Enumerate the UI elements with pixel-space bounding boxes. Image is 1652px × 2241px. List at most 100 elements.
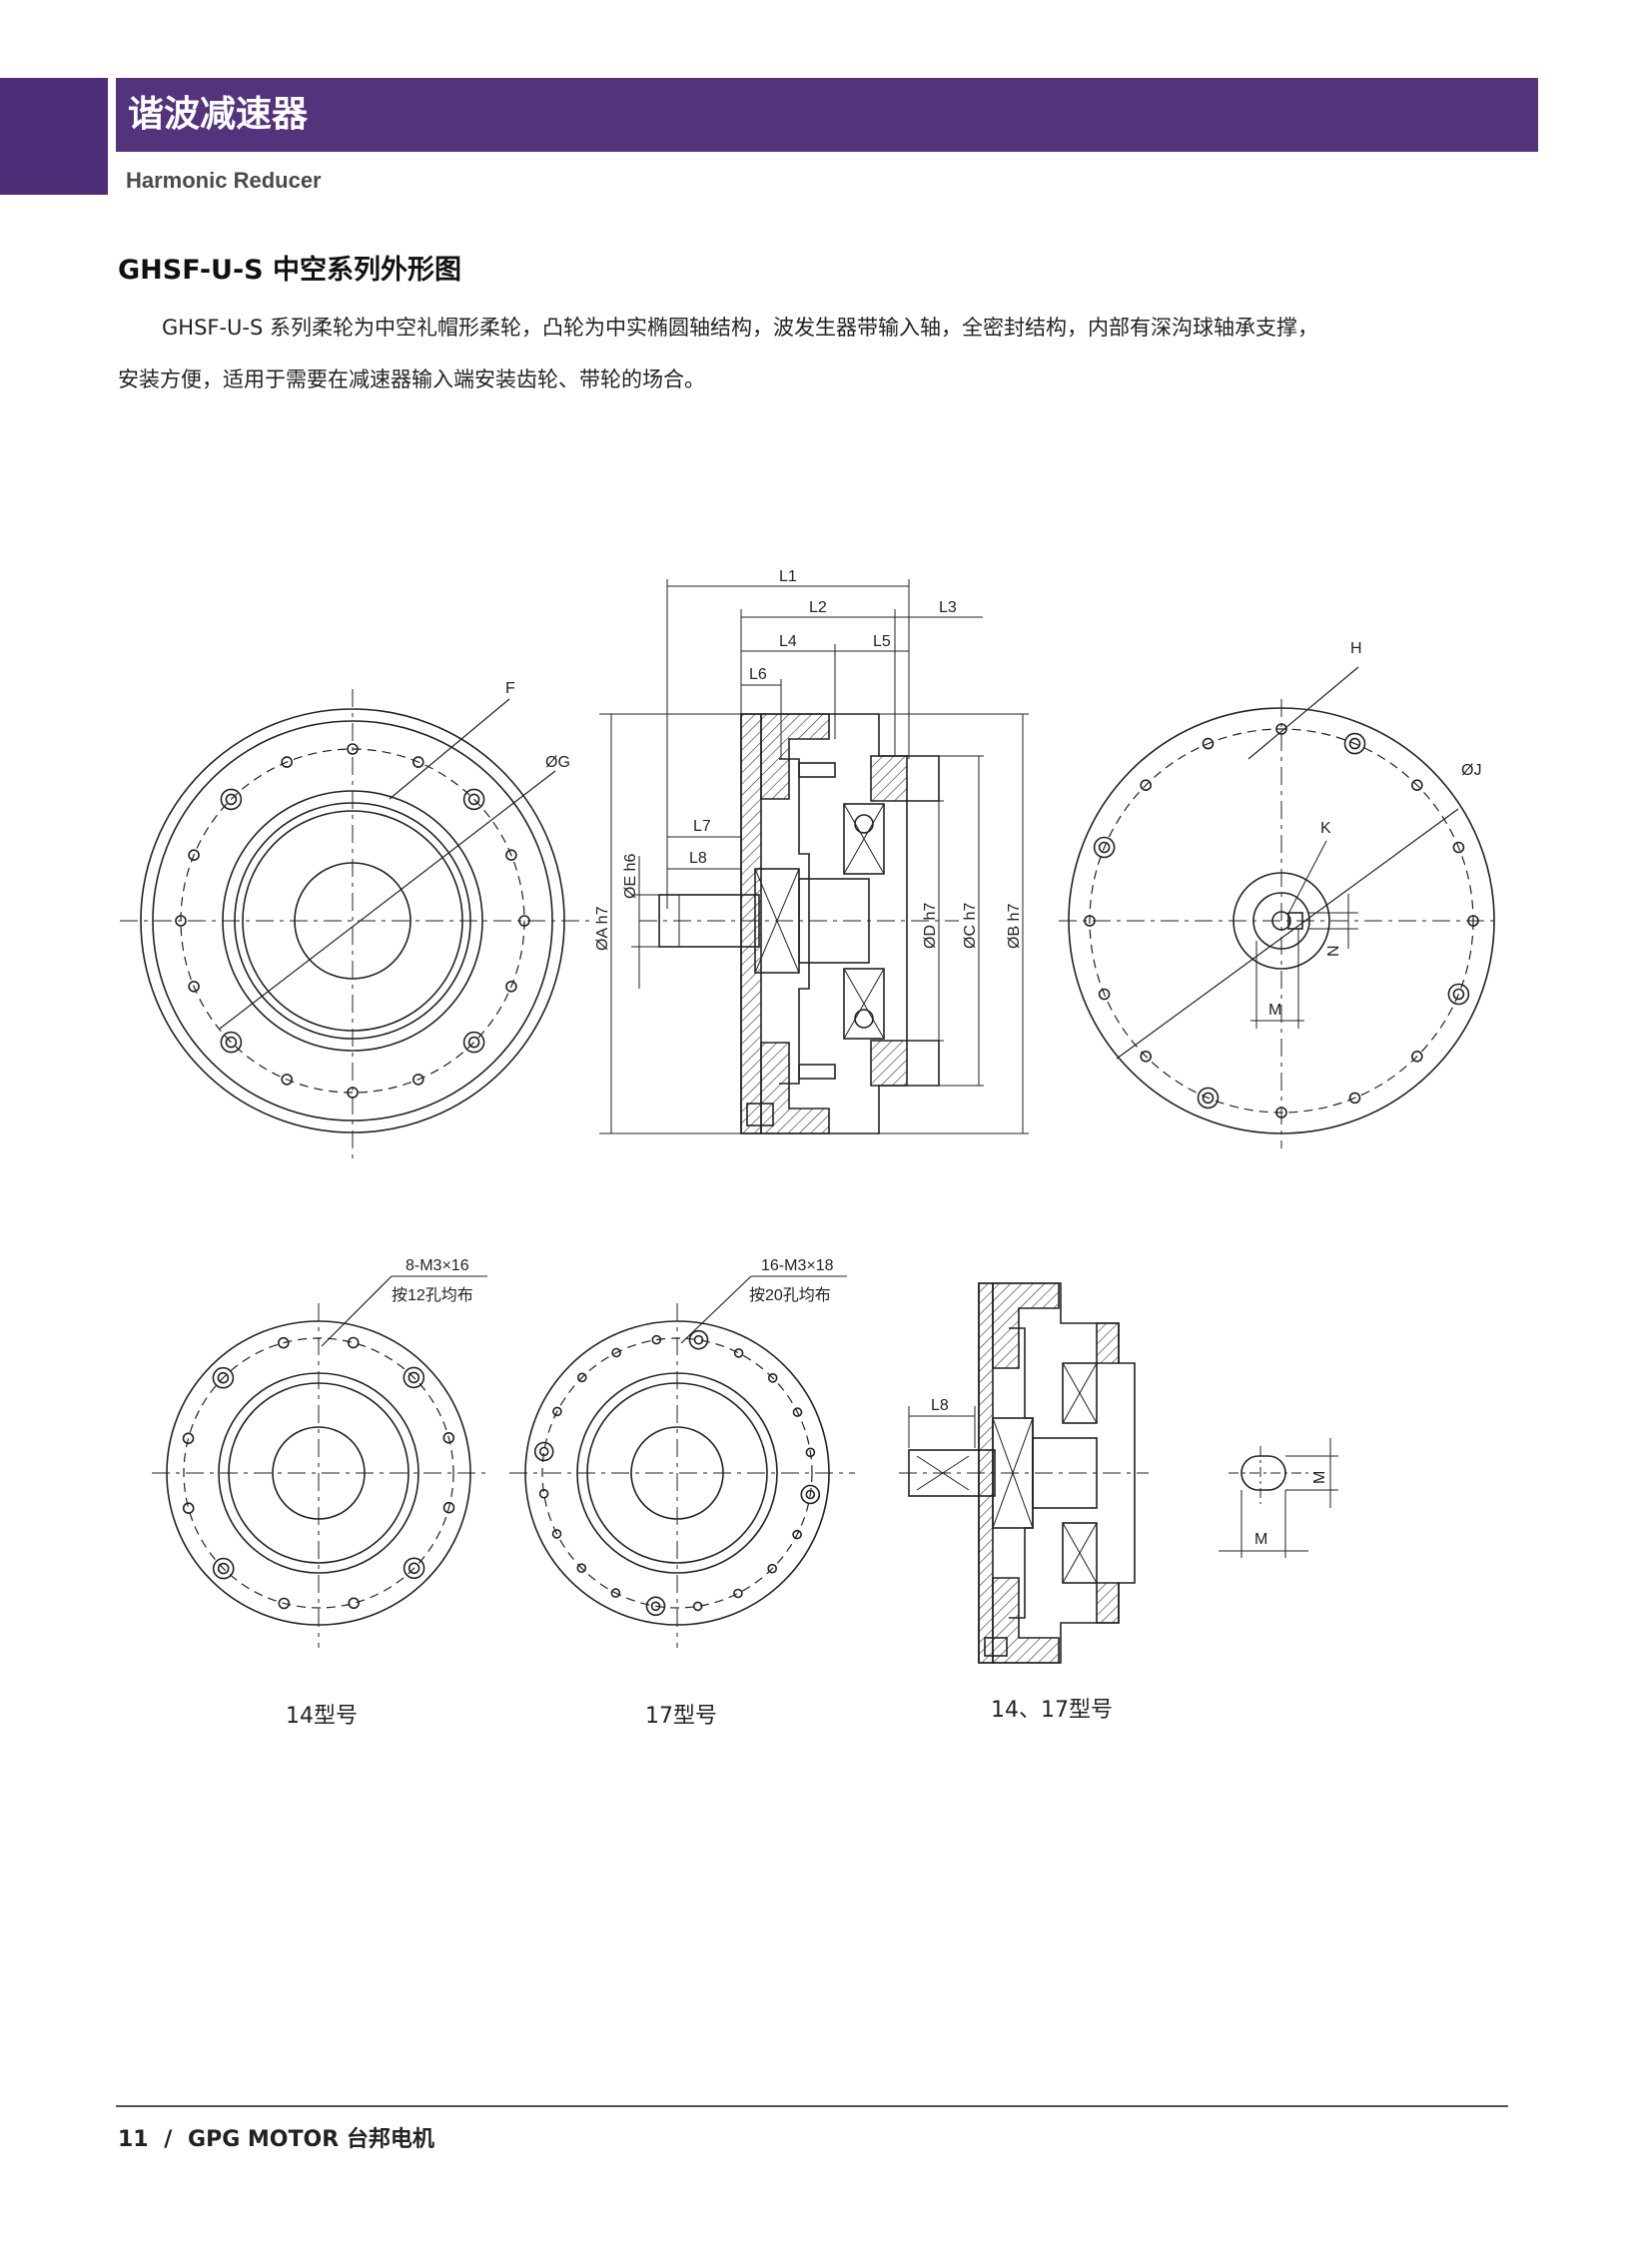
intro-paragraph: GHSF-U-S 系列柔轮为中空礼帽形柔轮，凸轮为中实椭圆轴结构，波发生器带输入… [118,302,1516,405]
bolt-hole [412,756,424,768]
bolt-hole [505,849,517,862]
bolt-hole-counterbore [403,1366,425,1389]
bolt-hole [467,793,480,806]
label-L3: L3 [939,599,957,616]
bolt-hole [611,1347,621,1358]
bolt-hole-counterbore [220,1031,243,1054]
bolt-hole [733,1348,744,1358]
header-accent-block [0,78,108,195]
label-L7: L7 [693,818,711,835]
label-M-rear: M [1268,1002,1281,1019]
bolt-hole [347,1087,359,1099]
bolt-hole [467,1036,480,1049]
section-title: GHSF-U-S 中空系列外形图 [118,255,461,286]
bolt-hole-counterbore [533,1441,554,1462]
bolt-hole [278,1597,291,1610]
footer-rule [116,2105,1508,2107]
caption-model-1417: 14、17型号 [991,1698,1113,1723]
bolt-hole [1467,915,1479,927]
bolt-hole [1140,779,1152,792]
label-J: ØJ [1461,762,1481,779]
bolt-hole [650,1601,661,1612]
page-title: 谐波减速器 [128,94,309,135]
label-G: ØG [545,754,570,771]
bolt-hole [412,1074,424,1086]
bolt-hole [505,980,517,993]
intro-line-2: 安装方便，适用于需要在减速器输入端安装齿轮、带轮的场合。 [118,368,705,391]
label-M-keyway-vertical: M [1311,1471,1328,1484]
bolt-hole-counterbore [462,788,485,811]
label-hole17-note: 按20孔均布 [749,1286,831,1304]
bolt-hole [1202,1092,1215,1105]
model-17-holes [533,1329,821,1617]
caption-model-14: 14型号 [286,1704,358,1729]
bolt-hole [182,1432,195,1445]
bolt-hole [277,1336,290,1349]
bolt-hole [1202,737,1215,750]
bolt-hole [225,793,238,806]
bolt-hole [805,1489,816,1500]
bolt-hole [188,849,200,862]
bolt-hole [576,1563,587,1573]
label-N: N [1325,945,1342,957]
label-C: ØC h7 [962,903,979,949]
bolt-hole [347,1336,360,1349]
bolt-hole [1348,737,1361,750]
bolt-hole [217,1371,230,1384]
model-14-holes [182,1336,455,1610]
bolt-hole [188,980,200,993]
model-17-drawing [509,1275,855,1648]
bolt-hole-counterbore [800,1484,821,1505]
bolt-hole [538,1446,549,1457]
section-view-drawing [639,713,959,1134]
bolt-hole [442,1432,455,1444]
footer-separator: / [164,2127,173,2152]
bolt-hole [767,1563,778,1574]
bolt-hole [767,1373,778,1383]
bolt-hole [551,1529,562,1539]
label-hole17-spec: 16-M3×18 [761,1257,834,1274]
bolt-hole-counterbore [462,1031,485,1054]
bolt-hole [1084,915,1096,927]
bolt-hole [1098,988,1111,1001]
label-E: ØE h6 [622,854,639,899]
keyway-detail-drawing [1219,1438,1338,1558]
model-14-drawing [152,1275,487,1648]
bolt-hole-counterbore [645,1596,666,1617]
label-L1: L1 [779,568,797,585]
bolt-hole [693,1334,704,1345]
bolt-hole [1140,1051,1152,1063]
page-number: 11 [118,2127,149,2152]
label-L6: L6 [749,666,767,683]
bolt-hole [651,1334,662,1345]
header-bar [116,78,1538,152]
bolt-hole-counterbore [1197,1087,1220,1110]
bolt-hole-counterbore [220,788,243,811]
bolt-hole [610,1588,621,1598]
label-K: K [1320,820,1331,837]
label-L4: L4 [779,633,797,650]
label-hole14-note: 按12孔均布 [392,1286,473,1304]
bolt-hole [1098,841,1111,854]
bolt-hole [1348,1092,1361,1105]
bolt-hole-counterbore [1343,732,1366,755]
bolt-hole [217,1562,230,1575]
label-B: ØB h7 [1006,904,1023,949]
rear-view-drawing [1059,666,1498,1148]
bolt-hole [538,1488,549,1499]
bolt-hole-counterbore [212,1366,235,1389]
label-F: F [505,680,515,697]
label-H: H [1350,640,1362,657]
bolt-hole-counterbore [1093,836,1116,859]
bolt-hole [733,1588,743,1599]
model-1417-section-drawing [899,1282,1149,1664]
footer: 11 / GPG MOTOR 台邦电机 [118,2121,442,2153]
bolt-hole [518,915,530,927]
bolt-hole-counterbore [688,1329,709,1350]
bolt-hole-counterbore [403,1557,425,1580]
label-D: ØD h7 [922,903,939,949]
bolt-hole [1452,988,1465,1001]
label-L2: L2 [809,599,827,616]
label-L8-bottom: L8 [931,1397,949,1414]
